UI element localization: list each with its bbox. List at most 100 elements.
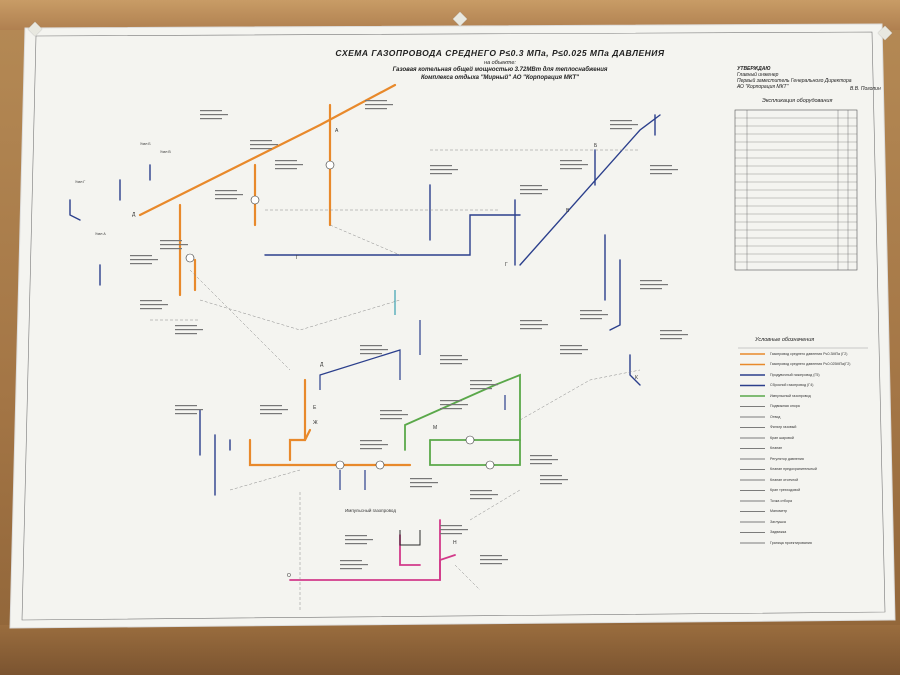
annotation-text-line bbox=[640, 284, 668, 286]
node-label-uzel-b: Узел Б bbox=[140, 142, 151, 146]
annotation-text-line bbox=[160, 248, 182, 250]
annotation-text-line bbox=[440, 355, 462, 357]
paper-sheet bbox=[9, 23, 896, 629]
legend-item-label: Продувочный газопровод (Г5) bbox=[770, 372, 820, 377]
legend-item-label: Задвижка bbox=[770, 530, 787, 534]
annotation-text-line bbox=[175, 325, 197, 327]
legend-block bbox=[738, 347, 868, 544]
annotation-text-line bbox=[430, 169, 458, 171]
annotation-text-line bbox=[580, 314, 608, 316]
impulse-pipe-label: Импульсный газопровод bbox=[345, 508, 396, 513]
annotation-text-line bbox=[440, 525, 462, 527]
annotation-text-line bbox=[345, 535, 367, 537]
annotation-text-line bbox=[440, 400, 462, 402]
annotation-text-line bbox=[365, 104, 393, 106]
annotation-text-line bbox=[130, 255, 152, 257]
annotation-text-line bbox=[410, 486, 432, 488]
valve-symbols bbox=[185, 160, 495, 470]
node-label-o: О bbox=[287, 573, 291, 579]
annotation-text-line bbox=[540, 479, 568, 481]
annotation-text-line bbox=[175, 405, 197, 407]
node-label-uzel-v: Узел В bbox=[160, 150, 171, 154]
node-label-m: М bbox=[433, 425, 438, 431]
approval-signature: В.В. Погопин bbox=[850, 86, 881, 92]
annotation-text-line bbox=[440, 533, 462, 535]
legend-item-label: Фильтр газовый bbox=[770, 425, 797, 429]
annotation-text-line bbox=[360, 444, 388, 446]
drawing-subtitle-boiler: Газовая котельная общей мощностью 3.72МВ… bbox=[392, 67, 608, 73]
annotation-text-line bbox=[200, 118, 222, 120]
annotation-text-line bbox=[250, 144, 278, 146]
annotation-text-line bbox=[580, 310, 602, 312]
annotation-text-line bbox=[215, 190, 237, 192]
annotation-text-line bbox=[160, 240, 182, 242]
annotation-text-line bbox=[520, 324, 548, 326]
annotation-text-line bbox=[560, 164, 588, 166]
node-label-uzel-a: Узел А bbox=[95, 232, 106, 236]
annotation-text-line bbox=[650, 165, 672, 167]
annotation-text-line bbox=[540, 475, 562, 477]
node-label-uzel-g: Узел Г bbox=[75, 180, 86, 184]
node-label-n: Н bbox=[453, 540, 457, 546]
annotation-text-line bbox=[365, 100, 387, 102]
legend-item-label: Импульсный газопровод bbox=[770, 393, 811, 398]
annotation-text-line bbox=[275, 164, 303, 166]
legend-item-label: Точка отбора bbox=[770, 498, 792, 503]
annotation-text-line bbox=[560, 349, 588, 351]
annotation-text-line bbox=[175, 329, 203, 331]
annotation-text-line bbox=[130, 259, 158, 261]
connector-pipeline bbox=[319, 320, 506, 490]
wooden-bottom-rail bbox=[0, 625, 900, 675]
annotation-text-line bbox=[360, 353, 382, 355]
annotation-text-line bbox=[480, 563, 502, 565]
node-label-e: Е bbox=[313, 405, 317, 411]
annotation-text-line bbox=[345, 539, 373, 541]
annotation-text-line bbox=[200, 110, 222, 112]
annotation-text-line bbox=[440, 529, 468, 531]
annotation-text-line bbox=[650, 173, 672, 175]
node-label-g: Г bbox=[296, 255, 299, 261]
annotation-text-line bbox=[380, 418, 402, 420]
node-label-k: К bbox=[635, 375, 638, 381]
annotation-text-line bbox=[610, 120, 632, 122]
legend-item-label: Газопровод среднего давления Р≤0.3МПа (Г… bbox=[770, 351, 848, 356]
impulse-pipeline bbox=[404, 373, 521, 466]
node-label-g2: Г bbox=[505, 262, 508, 268]
annotation-text-line bbox=[360, 440, 382, 442]
annotation-text-line bbox=[470, 388, 492, 390]
annotation-text-line bbox=[410, 478, 432, 480]
annotation-text-line bbox=[480, 555, 502, 557]
approval-heading: УТВЕРЖДАЮ bbox=[737, 66, 771, 72]
annotation-text-line bbox=[340, 564, 368, 566]
annotation-text-line bbox=[560, 353, 582, 355]
annotation-text-line bbox=[175, 333, 197, 335]
annotation-text-line bbox=[140, 300, 162, 302]
legend-item-label: Граница проектирования bbox=[770, 540, 812, 545]
annotation-text-line bbox=[260, 413, 282, 415]
annotation-text-line bbox=[140, 304, 168, 306]
annotation-text-line bbox=[175, 413, 197, 415]
annotation-text-line bbox=[520, 193, 542, 195]
legend-item-label: Клапан отсечной bbox=[770, 477, 799, 482]
annotation-text-line bbox=[650, 169, 678, 171]
annotation-text-line bbox=[530, 459, 558, 461]
legend-item-label: Газопровод среднего давления Р≤0.025МПа(… bbox=[770, 362, 851, 366]
legend-item-label: Сбросной газопровод (Г4) bbox=[770, 383, 814, 387]
node-label-b: Б bbox=[594, 143, 598, 149]
annotation-text-line bbox=[530, 455, 552, 457]
annotation-text-line bbox=[640, 288, 662, 290]
legend-item-label: Кран трехходовой bbox=[770, 488, 801, 492]
annotation-text-line bbox=[560, 345, 582, 347]
legend-item-label: Отвод bbox=[770, 414, 781, 419]
annotation-text-line bbox=[640, 280, 662, 282]
annotation-text-line bbox=[440, 359, 468, 361]
annotation-text-line bbox=[200, 114, 228, 116]
annotation-text-line bbox=[380, 410, 402, 412]
vent-pipeline bbox=[399, 530, 421, 546]
annotation-text-line bbox=[440, 363, 462, 365]
node-label-d: Д bbox=[132, 212, 136, 218]
annotation-text-line bbox=[140, 308, 162, 310]
legend-item-label: Клапан bbox=[770, 446, 783, 450]
annotation-text-line bbox=[215, 198, 237, 200]
